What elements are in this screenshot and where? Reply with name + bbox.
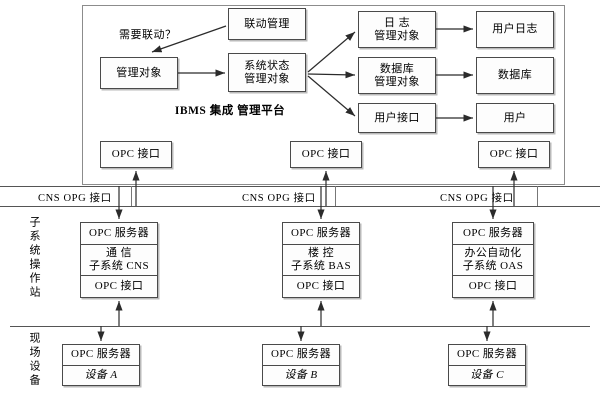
device-header: OPC 服务器 <box>63 345 139 366</box>
device-name-label: 设备 C <box>470 368 504 381</box>
node-label-line2: 管理对象 <box>244 72 290 85</box>
field-rule <box>10 326 590 327</box>
node-system-state-object[interactable]: 系统状态 管理对象 <box>228 53 306 92</box>
platform-opc-interface-3[interactable]: OPC 接口 <box>478 141 550 168</box>
server-body-line1: 通 信 <box>106 246 132 259</box>
bus-separator-2 <box>335 186 336 206</box>
device-name-label: 设备 B <box>284 368 318 381</box>
server-stack-bas[interactable]: OPC 服务器 楼 控 子系统 BAS OPC 接口 <box>282 222 360 298</box>
platform-caption-line1: IBMS 集成 <box>174 105 234 117</box>
opc-label: OPC 接口 <box>301 148 351 161</box>
server-body-line2: 子系统 CNS <box>89 260 149 272</box>
server-header: OPC 服务器 <box>283 223 359 245</box>
node-label: 用户日志 <box>492 23 538 36</box>
edge-state-to-log <box>307 31 356 73</box>
server-stack-cns[interactable]: OPC 服务器 通 信 子系统 CNS OPC 接口 <box>80 222 158 298</box>
server-header: OPC 服务器 <box>453 223 533 245</box>
server-body: 通 信 子系统 CNS <box>81 245 157 276</box>
platform-opc-interface-1[interactable]: OPC 接口 <box>100 141 172 168</box>
server-header-label: OPC 服务器 <box>89 226 149 239</box>
device-header-label: OPC 服务器 <box>71 348 131 361</box>
platform-caption-line2: 管理平台 <box>237 105 286 117</box>
server-body-line1: 办公自动化 <box>464 246 522 259</box>
device-stack-c[interactable]: OPC 服务器 设备 C <box>448 344 526 386</box>
server-header-label: OPC 服务器 <box>291 226 351 239</box>
side-label-subsystem-station: 子系统操作站 <box>28 216 40 300</box>
edge-state-to-ui <box>307 75 356 117</box>
node-database-management-object[interactable]: 数据库 管理对象 <box>358 57 436 94</box>
node-label: 管理对象 <box>116 66 162 79</box>
condition-label: 需要联动？ <box>119 29 177 41</box>
server-stack-oas[interactable]: OPC 服务器 办公自动化 子系统 OAS OPC 接口 <box>452 222 534 298</box>
bus-label-oas: CNS OPG 接口 <box>440 193 514 204</box>
server-opc-interface[interactable]: OPC 接口 <box>283 276 359 297</box>
node-label: 数据库 <box>497 69 533 82</box>
device-name: 设备 A <box>63 366 139 385</box>
bus-separator-1 <box>131 186 132 206</box>
side-label-field-devices: 现场设备 <box>28 332 40 388</box>
node-label: 用户接口 <box>374 111 420 124</box>
node-label-line1: 系统状态 <box>244 59 290 72</box>
bus-label-bas: CNS OPG 接口 <box>242 193 316 204</box>
node-label-line1: 数据库 <box>379 62 415 75</box>
node-user-interface[interactable]: 用户接口 <box>358 103 436 133</box>
device-stack-a[interactable]: OPC 服务器 设备 A <box>62 344 140 386</box>
server-body: 楼 控 子系统 BAS <box>283 245 359 276</box>
node-label-line2: 管理对象 <box>374 75 420 88</box>
server-body-line2: 子系统 BAS <box>291 260 351 272</box>
server-body-line1: 楼 控 <box>308 246 334 259</box>
opc-label: OPC 接口 <box>489 148 539 161</box>
server-opc-label: OPC 接口 <box>296 279 346 292</box>
edge-state-to-db <box>307 71 356 79</box>
server-opc-label: OPC 接口 <box>94 279 144 292</box>
node-label: 用户 <box>503 111 527 124</box>
node-label-line1: 日 志 <box>384 16 410 29</box>
node-user-log[interactable]: 用户日志 <box>476 11 554 48</box>
bus-rule-top <box>0 186 600 187</box>
device-header: OPC 服务器 <box>263 345 339 366</box>
node-database[interactable]: 数据库 <box>476 57 554 94</box>
platform-caption: IBMS 集成 管理平台 <box>170 104 290 118</box>
node-managed-object[interactable]: 管理对象 <box>100 57 178 89</box>
opc-label: OPC 接口 <box>111 148 161 161</box>
server-opc-interface[interactable]: OPC 接口 <box>81 276 157 297</box>
device-header-label: OPC 服务器 <box>457 348 517 361</box>
node-linkage-management[interactable]: 联动管理 <box>228 8 306 40</box>
server-header-label: OPC 服务器 <box>463 226 523 239</box>
node-user[interactable]: 用户 <box>476 103 554 133</box>
node-log-management-object[interactable]: 日 志 管理对象 <box>358 11 436 48</box>
device-header: OPC 服务器 <box>449 345 525 366</box>
device-name-label: 设备 A <box>84 368 118 381</box>
server-header: OPC 服务器 <box>81 223 157 245</box>
device-name: 设备 C <box>449 366 525 385</box>
server-body: 办公自动化 子系统 OAS <box>453 245 533 276</box>
bus-rule-bottom <box>0 206 600 207</box>
bus-separator-3 <box>537 186 538 206</box>
edge-linkage-to-managed <box>151 25 227 53</box>
ibms-platform-frame <box>82 5 565 185</box>
device-header-label: OPC 服务器 <box>271 348 331 361</box>
server-opc-label: OPC 接口 <box>468 279 518 292</box>
platform-opc-interface-2[interactable]: OPC 接口 <box>290 141 362 168</box>
bus-label-cns: CNS OPG 接口 <box>38 193 112 204</box>
device-stack-b[interactable]: OPC 服务器 设备 B <box>262 344 340 386</box>
node-label-line2: 管理对象 <box>374 29 420 42</box>
server-opc-interface[interactable]: OPC 接口 <box>453 276 533 297</box>
node-label: 联动管理 <box>244 17 290 30</box>
device-name: 设备 B <box>263 366 339 385</box>
server-body-line2: 子系统 OAS <box>462 260 524 272</box>
